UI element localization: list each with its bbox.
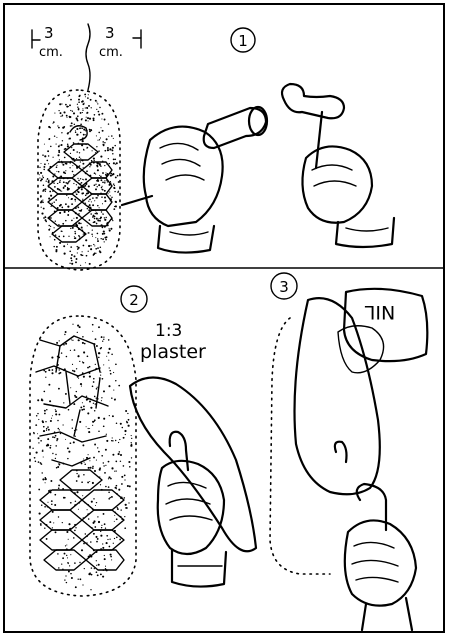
step-3-number: 3 (271, 273, 297, 299)
column-outline-step-3 (270, 318, 330, 574)
center-line (86, 24, 90, 90)
trowel-step-3 (295, 298, 380, 494)
svg-text:3: 3 (279, 278, 289, 296)
stippled-column (38, 90, 120, 270)
hand-with-hammer-left (122, 107, 267, 253)
hand-step-3 (345, 484, 416, 630)
step-1-panel: 3 cm. 3 cm. 1 (32, 24, 394, 270)
plastered-column (30, 316, 136, 596)
dimension-markers: 3 cm. 3 cm. (32, 24, 141, 90)
can-label: NIL (364, 301, 395, 323)
hand-with-hammer-right (282, 84, 394, 247)
dimension-right-unit: cm. (99, 45, 123, 60)
svg-text:2: 2 (129, 291, 139, 309)
mix-material-label: plaster (140, 341, 206, 363)
step-1-number: 1 (231, 28, 255, 52)
svg-text:1: 1 (238, 32, 248, 50)
trowel-with-hand-step-2 (130, 377, 256, 586)
step-2-number: 2 (121, 286, 147, 312)
mix-ratio-label: 1:3 (155, 321, 182, 341)
cement-can: NIL (338, 289, 427, 373)
dimension-left-unit: cm. (39, 45, 63, 60)
dimension-right-value: 3 (105, 24, 115, 42)
dimension-left-value: 3 (44, 24, 54, 42)
step-3-panel: 3 NIL (270, 273, 427, 630)
step-2-panel: 2 1:3 plaster (30, 286, 256, 596)
